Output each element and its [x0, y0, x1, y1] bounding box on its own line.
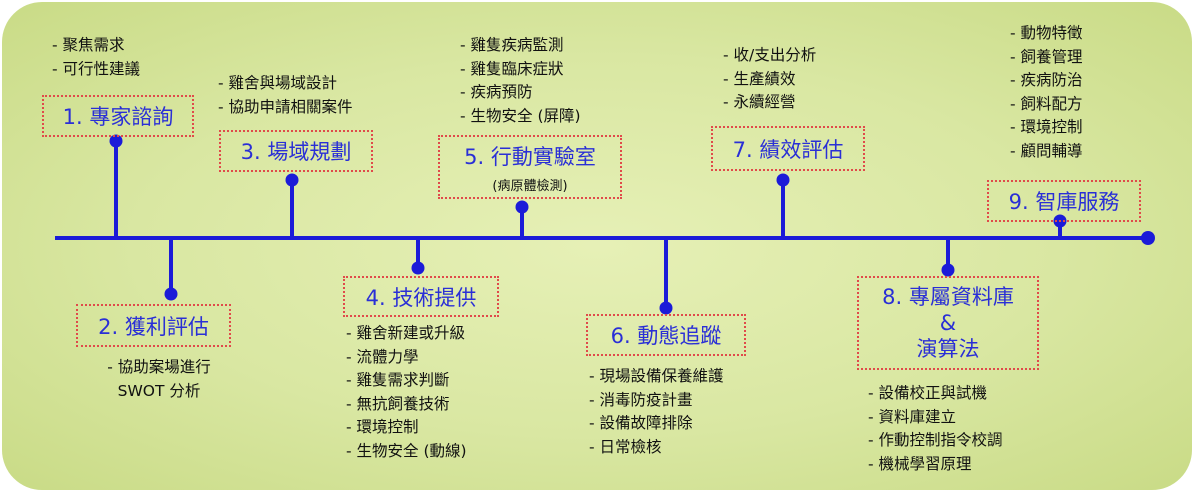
step-6-label: 6. 動態追蹤: [610, 324, 722, 348]
step-7-list: - 收/支出分析 - 生產績效 - 永續經營: [723, 44, 816, 115]
step-7-item: - 生產績效: [723, 69, 796, 88]
step-1-box: 1. 專家諮詢: [42, 95, 194, 137]
step-8-item: - 設備校正與試機: [868, 384, 988, 402]
step-4-item: - 環境控制: [346, 418, 419, 436]
dot-7: [776, 173, 790, 187]
step-1-item: - 聚焦需求: [52, 36, 125, 54]
step-5-list: - 雞隻疾病監測 - 雞隻臨床症狀 - 疾病預防 - 生物安全 (屏障): [460, 34, 581, 128]
step-9-item: - 環境控制: [1010, 118, 1083, 136]
step-2-label: 2. 獲利評估: [98, 314, 209, 339]
step-6-item: - 現場設備保養維護: [589, 367, 724, 385]
step-4-label: 4. 技術提供: [365, 285, 477, 310]
step-7-label: 7. 績效評估: [732, 137, 844, 162]
step-4-list: - 雞舍新建或升級 - 流體力學 - 雞隻需求判斷 - 無抗飼養技術 - 環境控…: [346, 322, 467, 463]
step-6-item: - 日常檢核: [589, 437, 662, 456]
step-6-item: - 設備故障排除: [589, 414, 693, 432]
step-9-item: - 動物特徵: [1010, 24, 1083, 42]
step-4-item: - 無抗飼養技術: [346, 394, 450, 413]
step-4-item: - 生物安全 (動線): [346, 441, 467, 460]
step-6-item: - 消毒防疫計畫: [589, 390, 693, 409]
step-9-item: - 顧問輔導: [1010, 141, 1083, 160]
step-5-label: 5. 行動實驗室: [464, 144, 596, 169]
step-1-label: 1. 專家諮詢: [62, 105, 174, 129]
step-2-item: SWOT 分析: [117, 381, 201, 400]
step-9-item: - 飼料配方: [1010, 94, 1083, 113]
step-2-box: 2. 獲利評估: [76, 304, 231, 347]
diagram-background: [2, 2, 1192, 490]
dot-6: [659, 301, 673, 315]
dot-8: [941, 263, 955, 277]
step-4-item: - 雞隻需求判斷: [346, 371, 450, 389]
step-5-item: - 雞隻臨床症狀: [460, 59, 564, 78]
step-2-item: - 協助案場進行: [107, 358, 211, 376]
step-5-item: - 疾病預防: [460, 83, 533, 101]
dot-4: [411, 261, 425, 275]
step-4-item: - 雞舍新建或升級: [346, 324, 466, 342]
step-9-item: - 飼養管理: [1010, 47, 1083, 66]
step-3-label: 3. 場域規劃: [240, 140, 352, 164]
step-5-box: 5. 行動實驗室 (病原體檢測): [438, 135, 622, 199]
step-8-label-line: 8. 專屬資料庫: [882, 285, 1014, 309]
step-8-label-line: &: [939, 311, 957, 335]
step-3-item: - 協助申請相關案件: [218, 97, 353, 116]
step-7-item: - 收/支出分析: [723, 46, 817, 64]
step-6-box: 6. 動態追蹤: [586, 314, 746, 356]
step-1-list: - 聚焦需求 - 可行性建議: [52, 34, 140, 81]
step-1-item: - 可行性建議: [52, 59, 141, 78]
step-8-item: - 機械學習原理: [868, 454, 972, 473]
dot-2: [164, 287, 178, 301]
step-9-box: 9. 智庫服務: [987, 180, 1141, 222]
step-4-item: - 流體力學: [346, 347, 419, 366]
step-8-label-line: 演算法: [916, 337, 980, 361]
step-5-sublabel: (病原體檢測): [492, 178, 568, 194]
step-3-list: - 雞舍與場域設計 - 協助申請相關案件: [218, 72, 353, 119]
step-9-list: - 動物特徵 - 飼養管理 - 疾病防治 - 飼料配方 - 環境控制 - 顧問輔…: [1010, 22, 1083, 163]
step-9-item: - 疾病防治: [1010, 71, 1083, 89]
timeline-end-dot: [1141, 231, 1155, 245]
step-2-list: - 協助案場進行 SWOT 分析: [84, 356, 234, 403]
step-5-item: - 生物安全 (屏障): [460, 106, 581, 125]
step-4-box: 4. 技術提供: [343, 276, 499, 317]
step-9-label: 9. 智庫服務: [1008, 190, 1120, 214]
step-5-item: - 雞隻疾病監測: [460, 36, 564, 54]
step-8-list: - 設備校正與試機 - 資料庫建立 - 作動控制指令校調 - 機械學習原理: [868, 382, 1003, 476]
dot-1: [109, 134, 123, 148]
dot-3: [285, 173, 299, 187]
step-3-item: - 雞舍與場域設計: [218, 74, 338, 92]
step-7-item: - 永續經營: [723, 93, 796, 111]
step-6-list: - 現場設備保養維護 - 消毒防疫計畫 - 設備故障排除 - 日常檢核: [589, 365, 724, 459]
step-8-item: - 資料庫建立: [868, 407, 957, 426]
dot-5: [515, 200, 529, 214]
step-7-box: 7. 績效評估: [711, 126, 865, 171]
step-8-item: - 作動控制指令校調: [868, 431, 1003, 449]
step-3-box: 3. 場域規劃: [219, 130, 373, 172]
step-8-box: 8. 專屬資料庫 & 演算法: [857, 276, 1039, 370]
